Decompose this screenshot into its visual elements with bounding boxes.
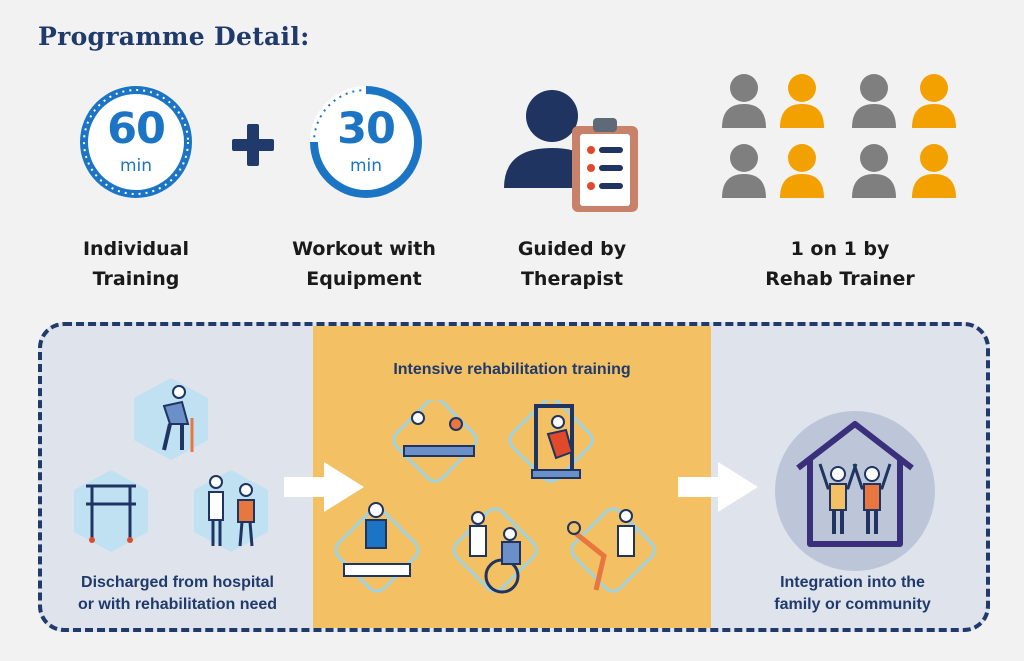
feature-label: 1 on 1 by Rehab Trainer (765, 238, 915, 290)
feature-label: Workout with Equipment (292, 238, 436, 290)
stage-discharged-text: Discharged from hospital or with rehabil… (77, 574, 278, 613)
stage-intensive-text: Intensive rehabilitation training (393, 361, 631, 378)
timer-30-icon: 30 min (308, 84, 424, 200)
family-home-icon (775, 411, 935, 571)
stage-integration-text: Integration into the family or community (774, 574, 931, 613)
feature-label: Guided by Therapist (517, 238, 627, 290)
timer-number: 60 (107, 104, 166, 154)
people-group-icon (722, 74, 956, 198)
plus-icon (232, 124, 274, 166)
arrow-right-icon (284, 462, 364, 512)
rehab-journey-panel: Discharged from hospital or with rehabil… (38, 322, 990, 632)
hospital-discharge-icons (74, 378, 268, 552)
timer-60-icon: 60 min (78, 84, 194, 200)
feature-label: Individual Training (82, 238, 190, 290)
therapist-clipboard-icon (504, 90, 638, 212)
timer-unit: min (349, 156, 383, 176)
timer-unit: min (119, 156, 153, 176)
timer-number: 30 (337, 104, 396, 154)
arrow-right-icon (678, 462, 758, 512)
rehab-exercises-icons (334, 400, 656, 594)
page-title: Programme Detail: (38, 22, 310, 51)
